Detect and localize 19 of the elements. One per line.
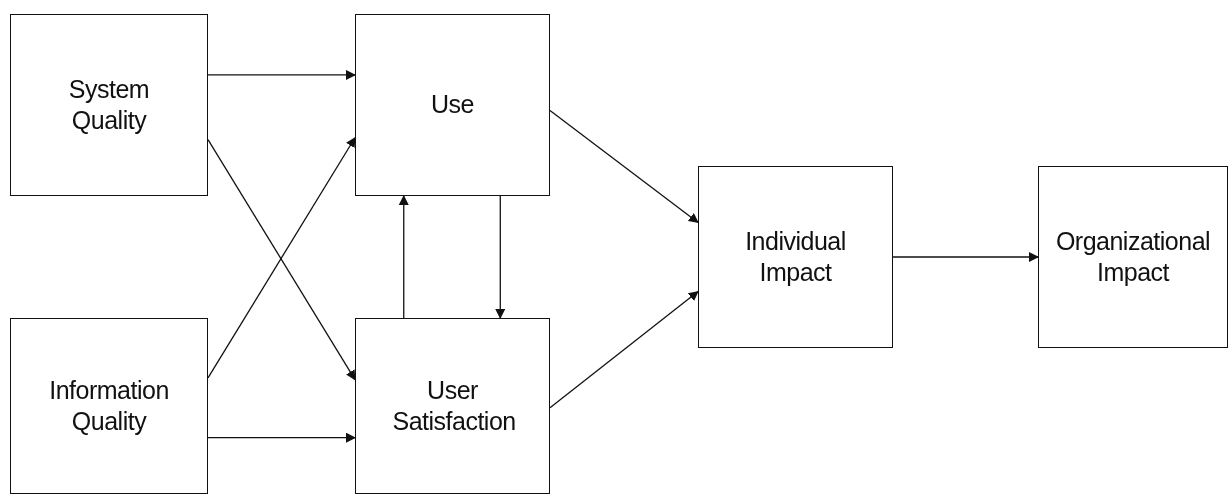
box-label: User Satisfaction [392, 374, 513, 437]
process-box [355, 14, 550, 196]
process-box [1038, 166, 1228, 348]
box-label: Individual Impact [744, 225, 847, 288]
process-box [698, 166, 893, 348]
arrow [207, 69, 356, 80]
box-label: Information Quality [49, 374, 169, 437]
process-box [355, 318, 550, 494]
arrow [892, 252, 1039, 262]
box-label: System Quality [67, 73, 151, 136]
arrow [549, 290, 699, 409]
box-label: Organizational Impact [1054, 225, 1212, 288]
process-box [10, 14, 208, 196]
arrow [398, 195, 409, 319]
process-box [10, 318, 208, 494]
arrow [549, 109, 699, 224]
arrow [495, 195, 506, 319]
box-label: Use [431, 89, 474, 121]
arrow [207, 432, 356, 443]
